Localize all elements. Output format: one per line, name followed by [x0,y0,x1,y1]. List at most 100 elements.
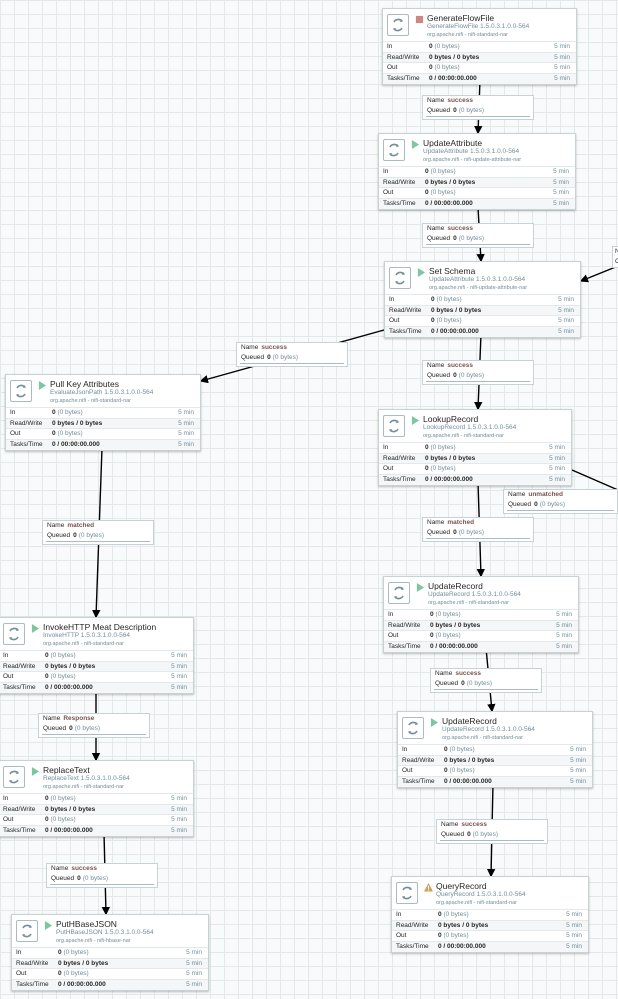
stat-value: 0 (0 bytes) [425,189,456,196]
stat-value: 0 bytes / 0 bytes [431,306,482,314]
stat-value: 0 bytes / 0 bytes [438,921,489,929]
connection-line[interactable] [571,469,618,491]
processor-bundle: org.apache.nifi - nifi-standard-nar [43,784,125,790]
queued-count: 0 [461,680,465,687]
stat-value: 0 (0 bytes) [431,296,462,303]
stat-label: In [388,611,394,618]
queued-bytes: (0 bytes) [458,529,485,536]
relationship-name: success [261,344,288,351]
stat-value: 0 / 00:00:00.000 [431,327,479,335]
stat-value: 0 (0 bytes) [425,168,456,175]
stat-label: Tasks/Time [383,475,416,483]
stat-value: 0 (0 bytes) [430,632,461,639]
relationship-name: unmatched [528,491,564,498]
processor-bundle: org.apache.nifi - nifi-standard-nar [442,735,524,741]
queued-bytes: (0 bytes) [458,107,485,114]
stat-window: 5 min [556,621,572,629]
stat-label: Read/Write [383,178,416,186]
stat-label: In [3,795,9,802]
stat-value: 0 bytes / 0 bytes [58,959,109,967]
relationship-name: success [447,225,474,232]
stat-label: In [389,296,395,303]
play-icon [417,268,426,277]
queued-count: 0 [73,532,77,539]
stat-window: 5 min [554,43,570,50]
stat-label: Tasks/Time [387,74,420,82]
play-icon [430,718,439,727]
stat-value: 0 bytes / 0 bytes [430,621,481,629]
queued-count: 0 [453,529,457,536]
stat-window: 5 min [553,168,569,175]
stat-window: 5 min [171,826,187,834]
play-icon [44,921,53,930]
stat-value: 0 (0 bytes) [431,317,462,324]
stat-value: 0 (0 bytes) [444,767,475,774]
relationship-name: matched [447,519,475,526]
stat-label: Tasks/Time [3,826,36,834]
stat-value: 0 / 00:00:00.000 [45,826,93,834]
stat-window: 5 min [558,296,574,303]
stat-window: 5 min [171,805,187,813]
stat-value: 0 / 00:00:00.000 [425,199,473,207]
play-icon [411,416,420,425]
stop-icon [415,15,424,24]
processor-name: UpdateRecord [442,716,497,726]
queue-bar [434,689,538,691]
stat-value: 0 bytes / 0 bytes [52,419,103,427]
processor-icon [388,582,410,604]
stat-label: Out [389,317,400,324]
stat-window: 5 min [178,409,194,416]
stat-value: 0 (0 bytes) [438,932,469,939]
stat-value: 0 (0 bytes) [45,652,76,659]
processor-type: UpdateRecord 1.5.0.3.1.0.0-564 [442,726,535,733]
stat-value: 0 (0 bytes) [429,43,460,50]
stat-label: Read/Write [402,756,435,764]
partial-connection-label[interactable]: N C [612,246,618,268]
connection-line[interactable] [579,265,618,283]
processor-name: ReplaceText [43,765,90,775]
play-icon [31,767,40,776]
processor-name: UpdateRecord [428,581,483,591]
stat-value: 0 bytes / 0 bytes [45,662,96,670]
queued-bytes: (0 bytes) [539,501,566,508]
processor-bundle: org.apache.nifi - nifi-standard-nar [428,600,510,606]
processor-type: LookupRecord 1.5.0.3.1.0.0-564 [423,424,517,431]
processor-icon [387,14,409,36]
stat-window: 5 min [570,767,586,774]
